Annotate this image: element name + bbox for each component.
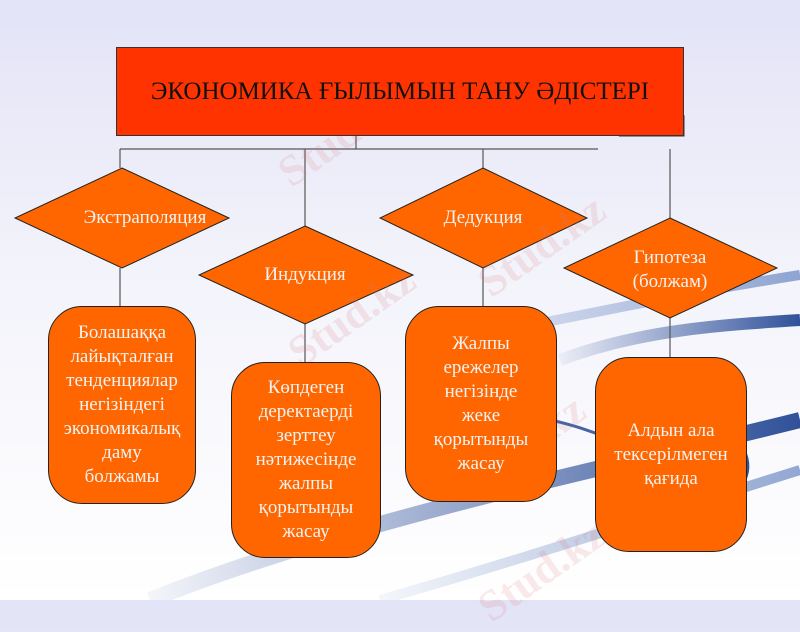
description-text: Болашаққа лайықталған тенденциялар негіз… <box>63 322 181 487</box>
description-text: Алдын ала тексерілмеген қағида <box>614 419 728 489</box>
connector-lines <box>119 136 671 362</box>
method-label-extrapolation: Экстраполяция <box>83 207 207 228</box>
description-card-deduction: Жалпы ережелер негізінде жеке қорытынды … <box>405 306 557 502</box>
diamond-deduction <box>378 167 589 269</box>
diamond-extrapolation <box>13 167 231 269</box>
diamond-induction <box>197 225 415 325</box>
description-text: Жалпы ережелер негізінде жеке қорытынды … <box>433 333 529 474</box>
description-text: Көпдеген деректаерді зерттеу нәтижесінде… <box>255 377 357 542</box>
method-label-induction: Индукция <box>264 264 346 285</box>
description-card-induction: Көпдеген деректаерді зерттеу нәтижесінде… <box>231 362 381 558</box>
diamond-hypothesis <box>562 217 779 319</box>
slide-title: ЭКОНОМИКА ҒЫЛЫМЫН ТАНУ ӘДІСТЕРІ <box>150 77 650 105</box>
description-card-hypothesis: Алдын ала тексерілмеген қағида <box>595 357 747 552</box>
slide-title-box: ЭКОНОМИКА ҒЫЛЫМЫН ТАНУ ӘДІСТЕРІ <box>116 47 684 136</box>
swoosh-decoration <box>557 314 800 366</box>
description-card-extrapolation: Болашаққа лайықталған тенденциялар негіз… <box>48 306 196 504</box>
method-label-deduction: Дедукция <box>443 207 523 228</box>
method-label-hypothesis: Гипотеза (болжам) <box>632 247 708 292</box>
